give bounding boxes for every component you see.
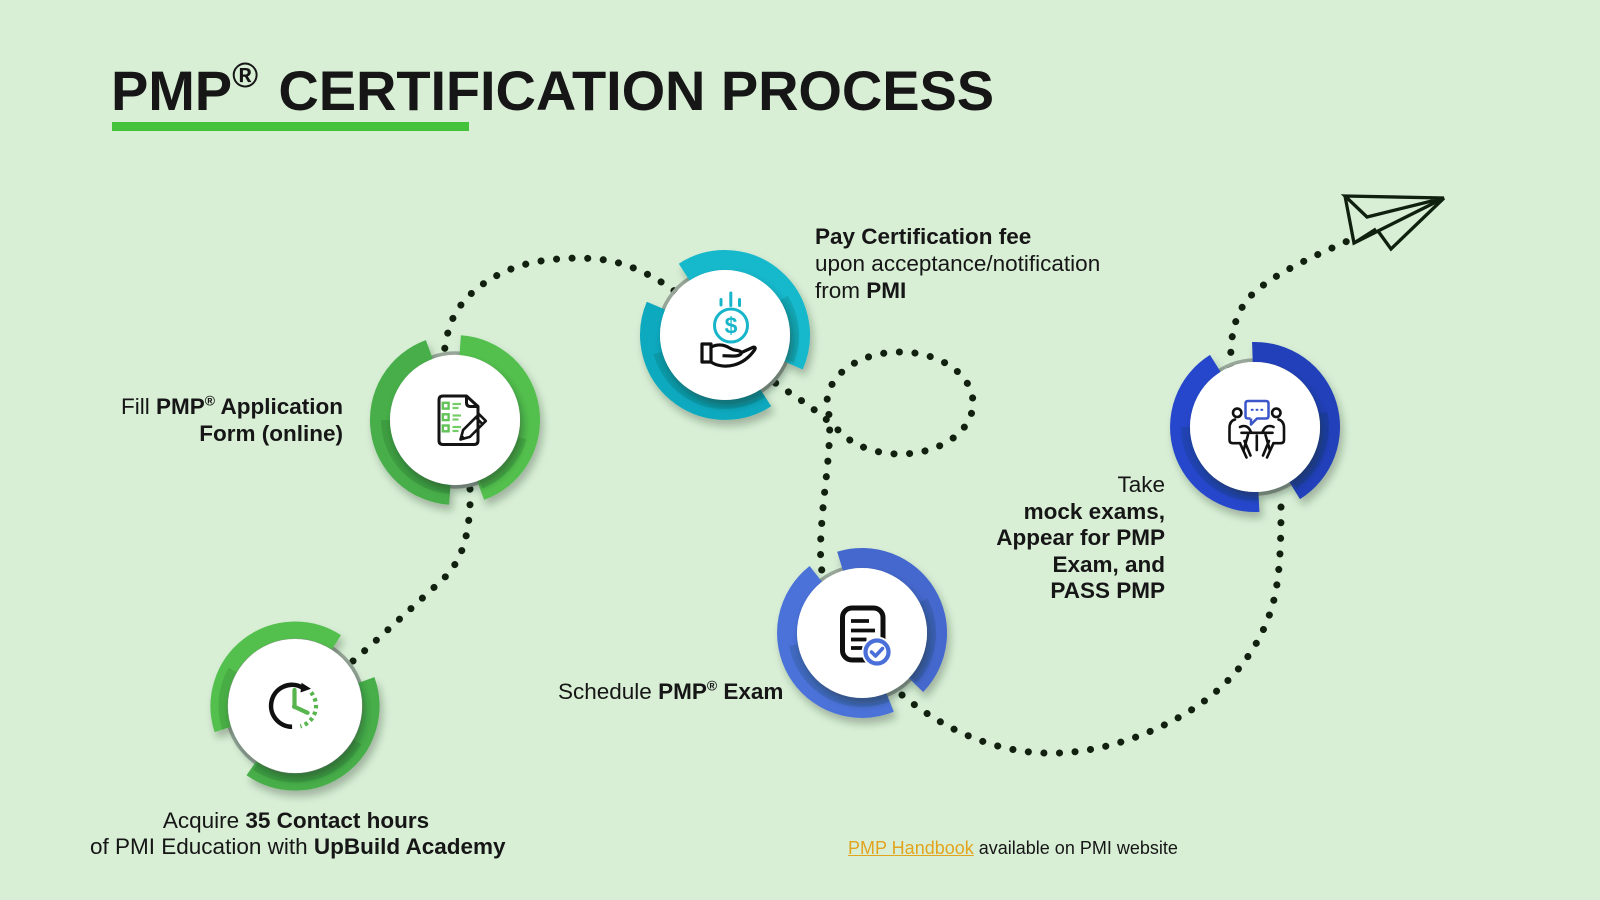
svg-text:$: $ [725,313,738,339]
